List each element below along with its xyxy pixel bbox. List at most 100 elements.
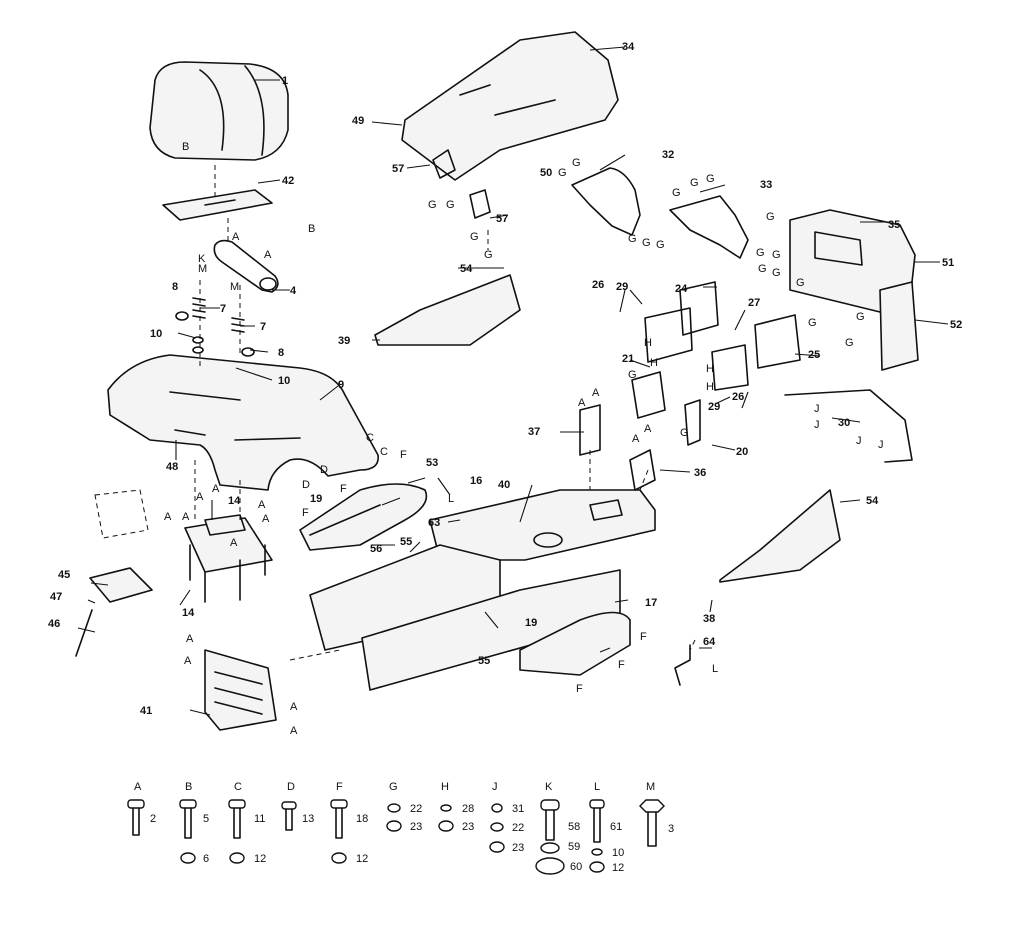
hardware-letter-J: J	[492, 781, 498, 793]
callout-G: G	[690, 177, 699, 189]
callout-G: G	[628, 369, 637, 381]
hardware-letter-G: G	[389, 781, 398, 793]
callout-A: A	[184, 655, 192, 667]
nut-icon	[589, 861, 605, 873]
hardware-item: 5	[203, 813, 209, 825]
label-part-46: 46	[48, 618, 60, 630]
hardware-item: 12	[254, 853, 266, 865]
hood-hinge-part	[432, 149, 491, 219]
label-part-25: 25	[808, 349, 820, 361]
callout-G: G	[484, 249, 493, 261]
callout-G: G	[856, 311, 865, 323]
callout-A: A	[592, 387, 600, 399]
callout-L: L	[712, 663, 718, 675]
bolt-shank-icon	[285, 808, 293, 831]
label-part-36: 36	[694, 467, 706, 479]
label-part-40: 40	[498, 479, 510, 491]
callout-F: F	[400, 449, 407, 461]
bolt-icon	[179, 799, 197, 809]
callout-G: G	[766, 211, 775, 223]
callout-C: C	[380, 446, 388, 458]
callout-H: H	[706, 363, 714, 375]
nut-icon	[331, 852, 347, 864]
label-part-33: 33	[760, 179, 772, 191]
hardware-item: 11	[254, 813, 265, 825]
hardware-letter-C: C	[234, 781, 242, 793]
nut-icon	[489, 841, 505, 853]
callout-A: A	[578, 397, 586, 409]
hardware-item: 6	[203, 853, 209, 865]
label-part-20: 20	[736, 446, 748, 458]
callout-F: F	[576, 683, 583, 695]
battery-box-part	[94, 489, 149, 539]
hardware-item: 23	[410, 821, 422, 833]
label-part-47: 47	[50, 591, 62, 603]
label-part-64: 64	[703, 636, 716, 648]
label-part-50: 50	[540, 167, 552, 179]
hardware-item: 58	[568, 821, 580, 833]
label-part-7: 7	[260, 321, 266, 333]
label-part-55: 55	[400, 536, 412, 548]
callout-G: G	[572, 157, 581, 169]
label-part-32: 32	[662, 149, 674, 161]
hardware-item: 22	[512, 822, 524, 834]
washer-icon	[387, 803, 401, 813]
callout-D: D	[302, 479, 310, 491]
nut-icon	[386, 820, 402, 832]
callout-G: G	[680, 427, 689, 439]
hardware-letter-B: B	[185, 781, 192, 793]
bolt-shank-icon	[545, 809, 555, 841]
callout-H: H	[650, 357, 658, 369]
label-part-53: 53	[426, 457, 438, 469]
label-part-42: 42	[282, 175, 294, 187]
callout-M: M	[198, 263, 207, 275]
label-part-29: 29	[616, 281, 628, 293]
bolt-shank-icon	[647, 811, 657, 847]
cable-part	[75, 609, 93, 657]
hardware-item: 10	[612, 847, 624, 859]
callout-A: A	[632, 433, 640, 445]
label-part-63: 63	[428, 517, 440, 529]
callout-G: G	[756, 247, 765, 259]
bolt-shank-icon	[335, 807, 343, 839]
hardware-item: 3	[668, 823, 674, 835]
hardware-letter-D: D	[287, 781, 295, 793]
hardware-item: 12	[612, 862, 624, 874]
label-part-21: 21	[622, 353, 634, 365]
callout-A: A	[182, 511, 190, 523]
hardware-item: 23	[462, 821, 474, 833]
callout-A: A	[290, 701, 298, 713]
hardware-item: 31	[512, 803, 524, 815]
washer-icon	[540, 842, 560, 854]
hood-side-part	[374, 274, 521, 346]
label-part-27: 27	[748, 297, 760, 309]
hardware-letter-K: K	[545, 781, 553, 793]
bar-part	[784, 389, 913, 463]
label-part-56: 56	[370, 543, 382, 555]
label-part-29: 29	[708, 401, 720, 413]
side-panel-part	[719, 489, 841, 583]
label-part-39: 39	[338, 335, 350, 347]
hardware-item: 18	[356, 813, 368, 825]
mount-bracket-part	[631, 281, 801, 446]
bolt-icon	[228, 799, 246, 809]
label-part-26: 26	[592, 279, 604, 291]
callout-A: A	[212, 483, 220, 495]
washer-icon	[490, 822, 504, 832]
callout-J: J	[856, 435, 862, 447]
label-part-38: 38	[703, 613, 715, 625]
nut-icon	[438, 820, 454, 832]
bolt-icon	[589, 799, 605, 809]
callout-M: M	[230, 281, 239, 293]
hardware-item: 2	[150, 813, 156, 825]
callout-G: G	[470, 231, 479, 243]
main-frame-part	[429, 489, 656, 561]
bumper-bracket-part	[669, 195, 749, 259]
bolt-shank-icon	[233, 807, 241, 839]
label-part-7: 7	[220, 303, 226, 315]
seat-part	[149, 61, 289, 161]
rear-panel-part	[204, 649, 277, 731]
callout-G: G	[628, 233, 637, 245]
callout-C: C	[366, 432, 374, 444]
